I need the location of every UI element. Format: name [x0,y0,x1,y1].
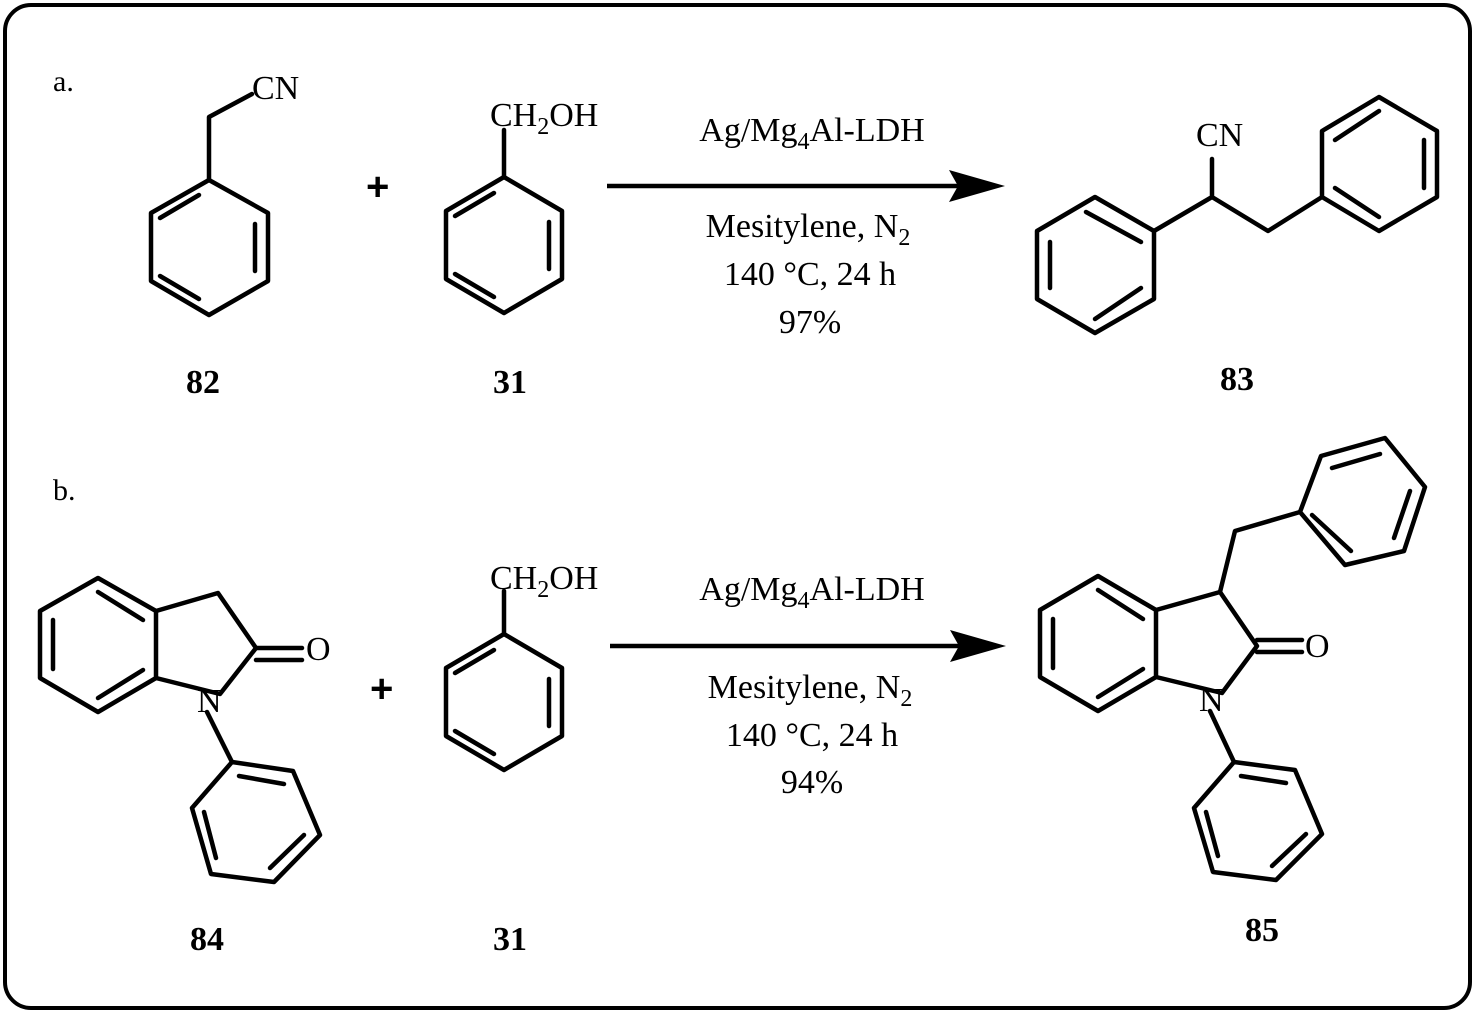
ch2oh-label: CH2OH [490,560,598,603]
left-ring-bonds [1034,194,1157,336]
compound-83-label: 83 [1220,361,1254,398]
reaction-arrow-a [607,170,1005,202]
reactant-84-structure: O N [37,575,331,885]
ring-inner-bonds [157,192,258,302]
ring-bonds [148,177,271,318]
reaction-arrow-b [610,630,1006,662]
compound-85-label: 85 [1245,912,1279,949]
lactam-ring-bonds [1153,589,1260,696]
reactant-31-structure-b: CH2OH [443,560,598,773]
carbonyl-bonds [253,645,305,663]
benzo-ring-inner-bonds [50,589,146,701]
phenyl-ring-inner-bonds [1203,773,1309,869]
ring-bonds [443,174,565,316]
panel-a: a. CN 82 + CH2OH 31 Ag/Mg4Al-LDH Mesityl… [53,65,1440,401]
solvent-text-a: Mesitylene, N2 [706,208,911,251]
lactam-ring-bonds [153,590,259,697]
plus-sign-b: + [370,667,393,711]
right-ring-inner-bonds [1332,108,1427,220]
oxygen-label: O [306,631,331,668]
product-85-structure: O N [1037,435,1428,883]
nitrile-label: CN [252,70,299,107]
catalyst-text-a: Ag/Mg4Al-LDH [699,112,924,155]
yield-text-b: 94% [781,764,843,801]
benzyl-chain-bonds [1217,509,1303,595]
ch2oh-label: CH2OH [490,97,598,140]
left-ring-inner-bonds [1047,209,1144,322]
phenyl-ring-bonds [189,759,323,885]
reactant-82-structure: CN [148,70,299,318]
oxygen-label: O [1305,628,1330,665]
chain-bonds [1151,156,1325,234]
benzo-ring-bonds [1037,573,1159,714]
reactant-31-structure-a: CH2OH [443,97,598,316]
carbonyl-bonds [1254,637,1305,655]
panel-b: b. O N 84 + CH2OH 31 Ag/Mg4Al-LDH [37,435,1428,958]
ring-bonds [443,631,565,773]
ring-inner-bonds [452,647,552,757]
nitrogen-label: N [1199,682,1224,719]
compound-82-label: 82 [186,364,220,401]
compound-31-label-b: 31 [493,921,527,958]
nitrogen-label: N [197,683,222,720]
temperature-time-text-b: 140 °C, 24 h [726,717,898,754]
panel-b-label: b. [53,474,76,507]
temperature-time-text-a: 140 °C, 24 h [724,256,896,293]
phenyl-ring-bonds [1191,759,1325,883]
chain-bonds [206,91,255,183]
n-phenyl-link [1207,708,1237,765]
benzyl-ring-inner-bonds [1309,451,1413,554]
phenyl-ring-inner-bonds [201,773,307,871]
panel-a-label: a. [53,65,74,98]
catalyst-text-b: Ag/Mg4Al-LDH [699,571,924,614]
compound-31-label-a: 31 [493,364,527,401]
solvent-text-b: Mesitylene, N2 [708,669,913,712]
compound-84-label: 84 [190,921,224,958]
benzo-ring-bonds [37,575,159,715]
benzo-ring-inner-bonds [1050,587,1146,700]
scheme-frame [3,3,1472,1010]
nitrile-label: CN [1196,117,1243,154]
n-phenyl-link [204,709,235,765]
plus-sign-a: + [366,165,389,209]
ring-inner-bonds [452,190,552,300]
yield-text-a: 97% [779,304,841,341]
right-ring-bonds [1319,94,1440,234]
benzyl-ring-bonds [1297,435,1428,568]
product-83-structure: CN [1034,94,1440,336]
